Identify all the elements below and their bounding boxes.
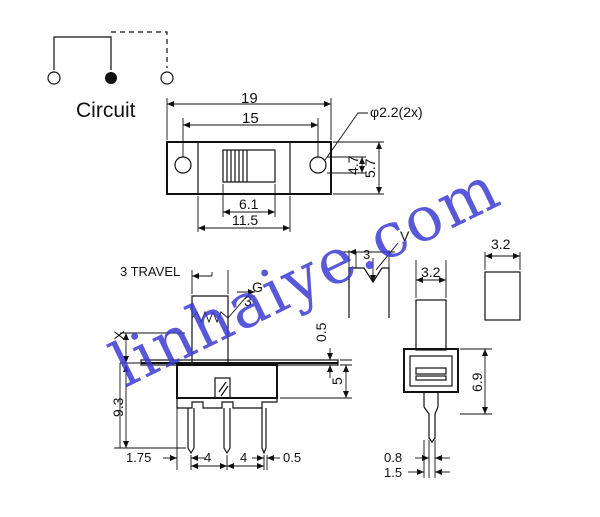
label-g: G: [252, 279, 263, 295]
dim-slot-width: 6.1: [239, 196, 259, 212]
mount-hole-right: [309, 156, 327, 174]
dim-alt-width: 3.2: [491, 236, 511, 252]
dim-side-actuator: 3.2: [421, 264, 441, 280]
terminal-open-left: [47, 71, 61, 85]
switch-body-top: [197, 141, 291, 195]
dim-x: X: [111, 330, 127, 340]
mount-hole-left: [174, 156, 192, 174]
dim-pin-thickness: 0.5: [283, 450, 301, 465]
hole-note: φ2.2(2x): [370, 104, 423, 120]
circuit-label: Circuit: [76, 99, 136, 122]
terminal-common: [105, 72, 117, 84]
dim-plate: 0.5: [313, 322, 329, 342]
dim-body-width: 11.5: [232, 212, 258, 228]
terminal-open-right: [160, 71, 174, 85]
dim-body-height: 5: [329, 377, 345, 385]
dim-total-height: 9.3: [110, 397, 126, 417]
dim-actuator-depth: 3: [363, 247, 370, 262]
dim-edge: 1.75: [126, 450, 151, 465]
label-v: V: [400, 228, 410, 244]
top-view: 19 15 φ2.2(2x) 4.7 5.7 6.1 11.5: [166, 90, 423, 232]
dim-pitch-2: 4: [240, 450, 247, 465]
dim-g-value: 3: [244, 293, 252, 309]
switch-body-side: [403, 348, 459, 393]
dim-length: 19: [241, 90, 258, 107]
front-view: G 3 3 TRAVEL X 9.3 0.5 5 1.: [110, 264, 352, 470]
circuit-symbol: Circuit: [47, 31, 174, 122]
dim-height-inner: 4.7: [345, 155, 361, 175]
dim-height-outer: 5.7: [362, 158, 378, 178]
slide-knob: [222, 149, 276, 183]
dim-pin-span: 1.5: [384, 465, 402, 480]
travel-label: 3 TRAVEL: [120, 264, 180, 279]
actuator-alt: 3.2: [484, 236, 521, 321]
dim-pin-width: 0.8: [384, 450, 402, 465]
dim-pitch-1: 4: [204, 450, 211, 465]
dim-hole-pitch: 15: [242, 110, 259, 127]
dim-side-height: 6.9: [469, 372, 485, 392]
side-view: 3.2 6.9 0.8 1.5: [384, 260, 492, 480]
actuator-v-detail: 3 V: [342, 228, 410, 318]
